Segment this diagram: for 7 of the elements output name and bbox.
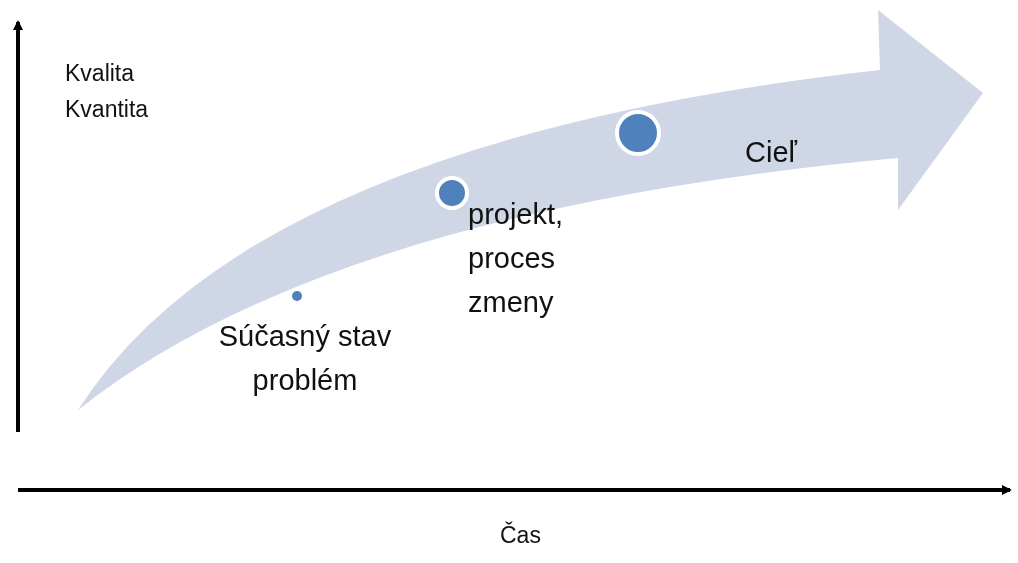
axis-label: Čas: [500, 520, 541, 550]
point-caption: Cieľ: [745, 135, 799, 170]
point-caption: Súčasný stav problém: [217, 319, 393, 398]
circle-marker: [292, 291, 302, 301]
axis-label: Kvalita: [65, 59, 135, 88]
axis-label: Kvantita: [65, 95, 149, 124]
point-caption: projekt, proces zmeny: [468, 197, 565, 320]
